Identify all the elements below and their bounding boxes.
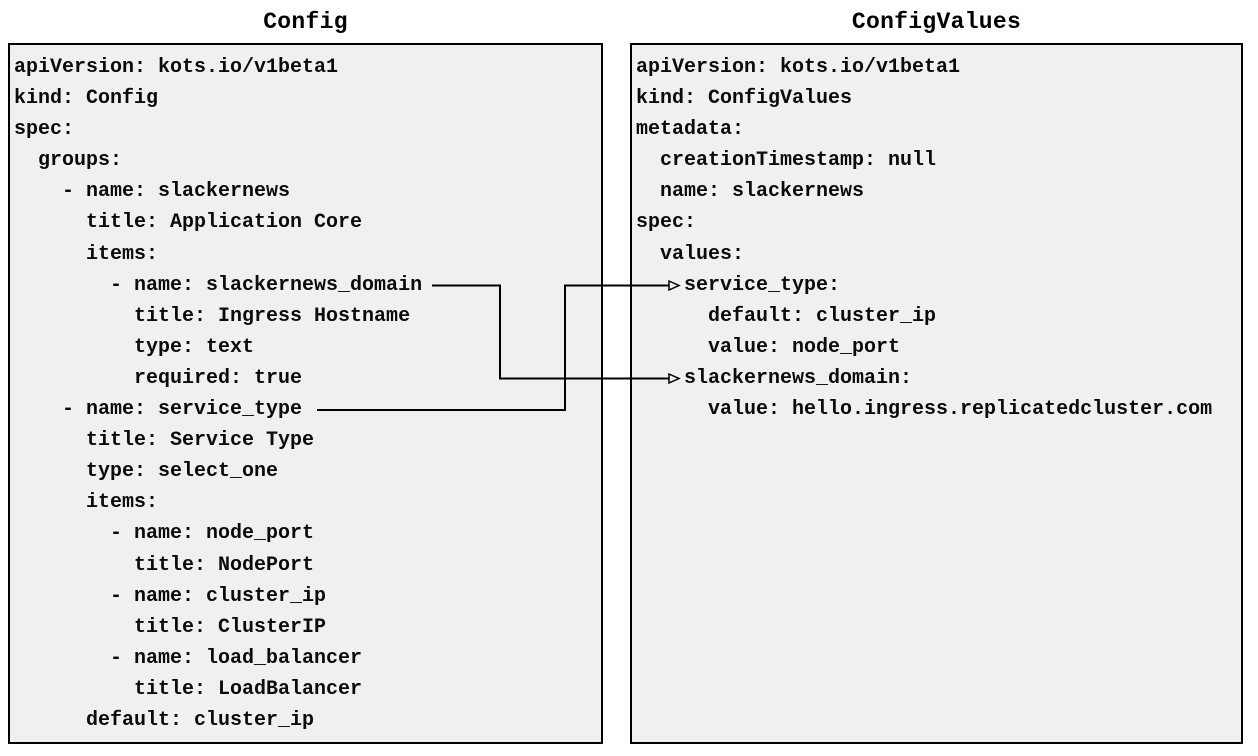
code-line: title: Service Type — [14, 429, 315, 453]
configvalues-code-block: apiVersion: kots.io/v1beta1 kind: ConfigV… — [632, 45, 1241, 425]
code-line: default: cluster_ip — [636, 304, 937, 328]
code-line: default: cluster_ip — [14, 708, 315, 732]
code-line: service_type: — [636, 273, 841, 297]
configvalues-panel-title: ConfigValues — [851, 9, 1022, 35]
code-line: spec: — [636, 211, 697, 235]
code-line: values: — [636, 242, 745, 266]
code-line: title: Application Core — [14, 211, 363, 235]
code-line: - name: cluster_ip — [14, 584, 327, 608]
config-panel: apiVersion: kots.io/v1beta1 kind: Config s… — [8, 43, 603, 744]
code-line: groups: — [14, 149, 123, 173]
code-line: spec: — [14, 118, 75, 142]
code-line: apiVersion: kots.io/v1beta1 — [14, 56, 339, 79]
code-line: type: text — [14, 335, 255, 359]
code-line: - name: slackernews — [14, 180, 291, 204]
code-line: kind: ConfigValues — [636, 87, 853, 111]
code-line: - name: service_type — [14, 398, 303, 422]
code-line: title: ClusterIP — [14, 615, 327, 639]
code-line: - name: load_balancer — [14, 646, 363, 670]
config-panel-title: Config — [263, 9, 348, 35]
code-line: items: — [14, 491, 159, 515]
code-line: apiVersion: kots.io/v1beta1 — [636, 56, 961, 79]
code-line: - name: node_port — [14, 522, 315, 546]
code-line: title: NodePort — [14, 553, 315, 577]
code-line: items: — [14, 242, 159, 266]
code-line: required: true — [14, 366, 303, 390]
configvalues-panel: apiVersion: kots.io/v1beta1 kind: ConfigV… — [630, 43, 1243, 744]
code-line: value: hello.ingress.replicatedcluster.c… — [636, 398, 1213, 422]
code-line: kind: Config — [14, 87, 159, 111]
code-line: name: slackernews — [636, 180, 865, 204]
code-line: title: Ingress Hostname — [14, 304, 411, 328]
code-line: title: LoadBalancer — [14, 677, 363, 701]
code-line: metadata: — [636, 118, 745, 142]
code-line: value: node_port — [636, 335, 901, 359]
code-line: - name: slackernews_domain — [14, 273, 423, 297]
config-code-block: apiVersion: kots.io/v1beta1 kind: Config s… — [10, 45, 601, 736]
code-line: type: select_one — [14, 460, 279, 484]
code-line: slackernews_domain: — [636, 366, 913, 390]
code-line: creationTimestamp: null — [636, 149, 937, 173]
